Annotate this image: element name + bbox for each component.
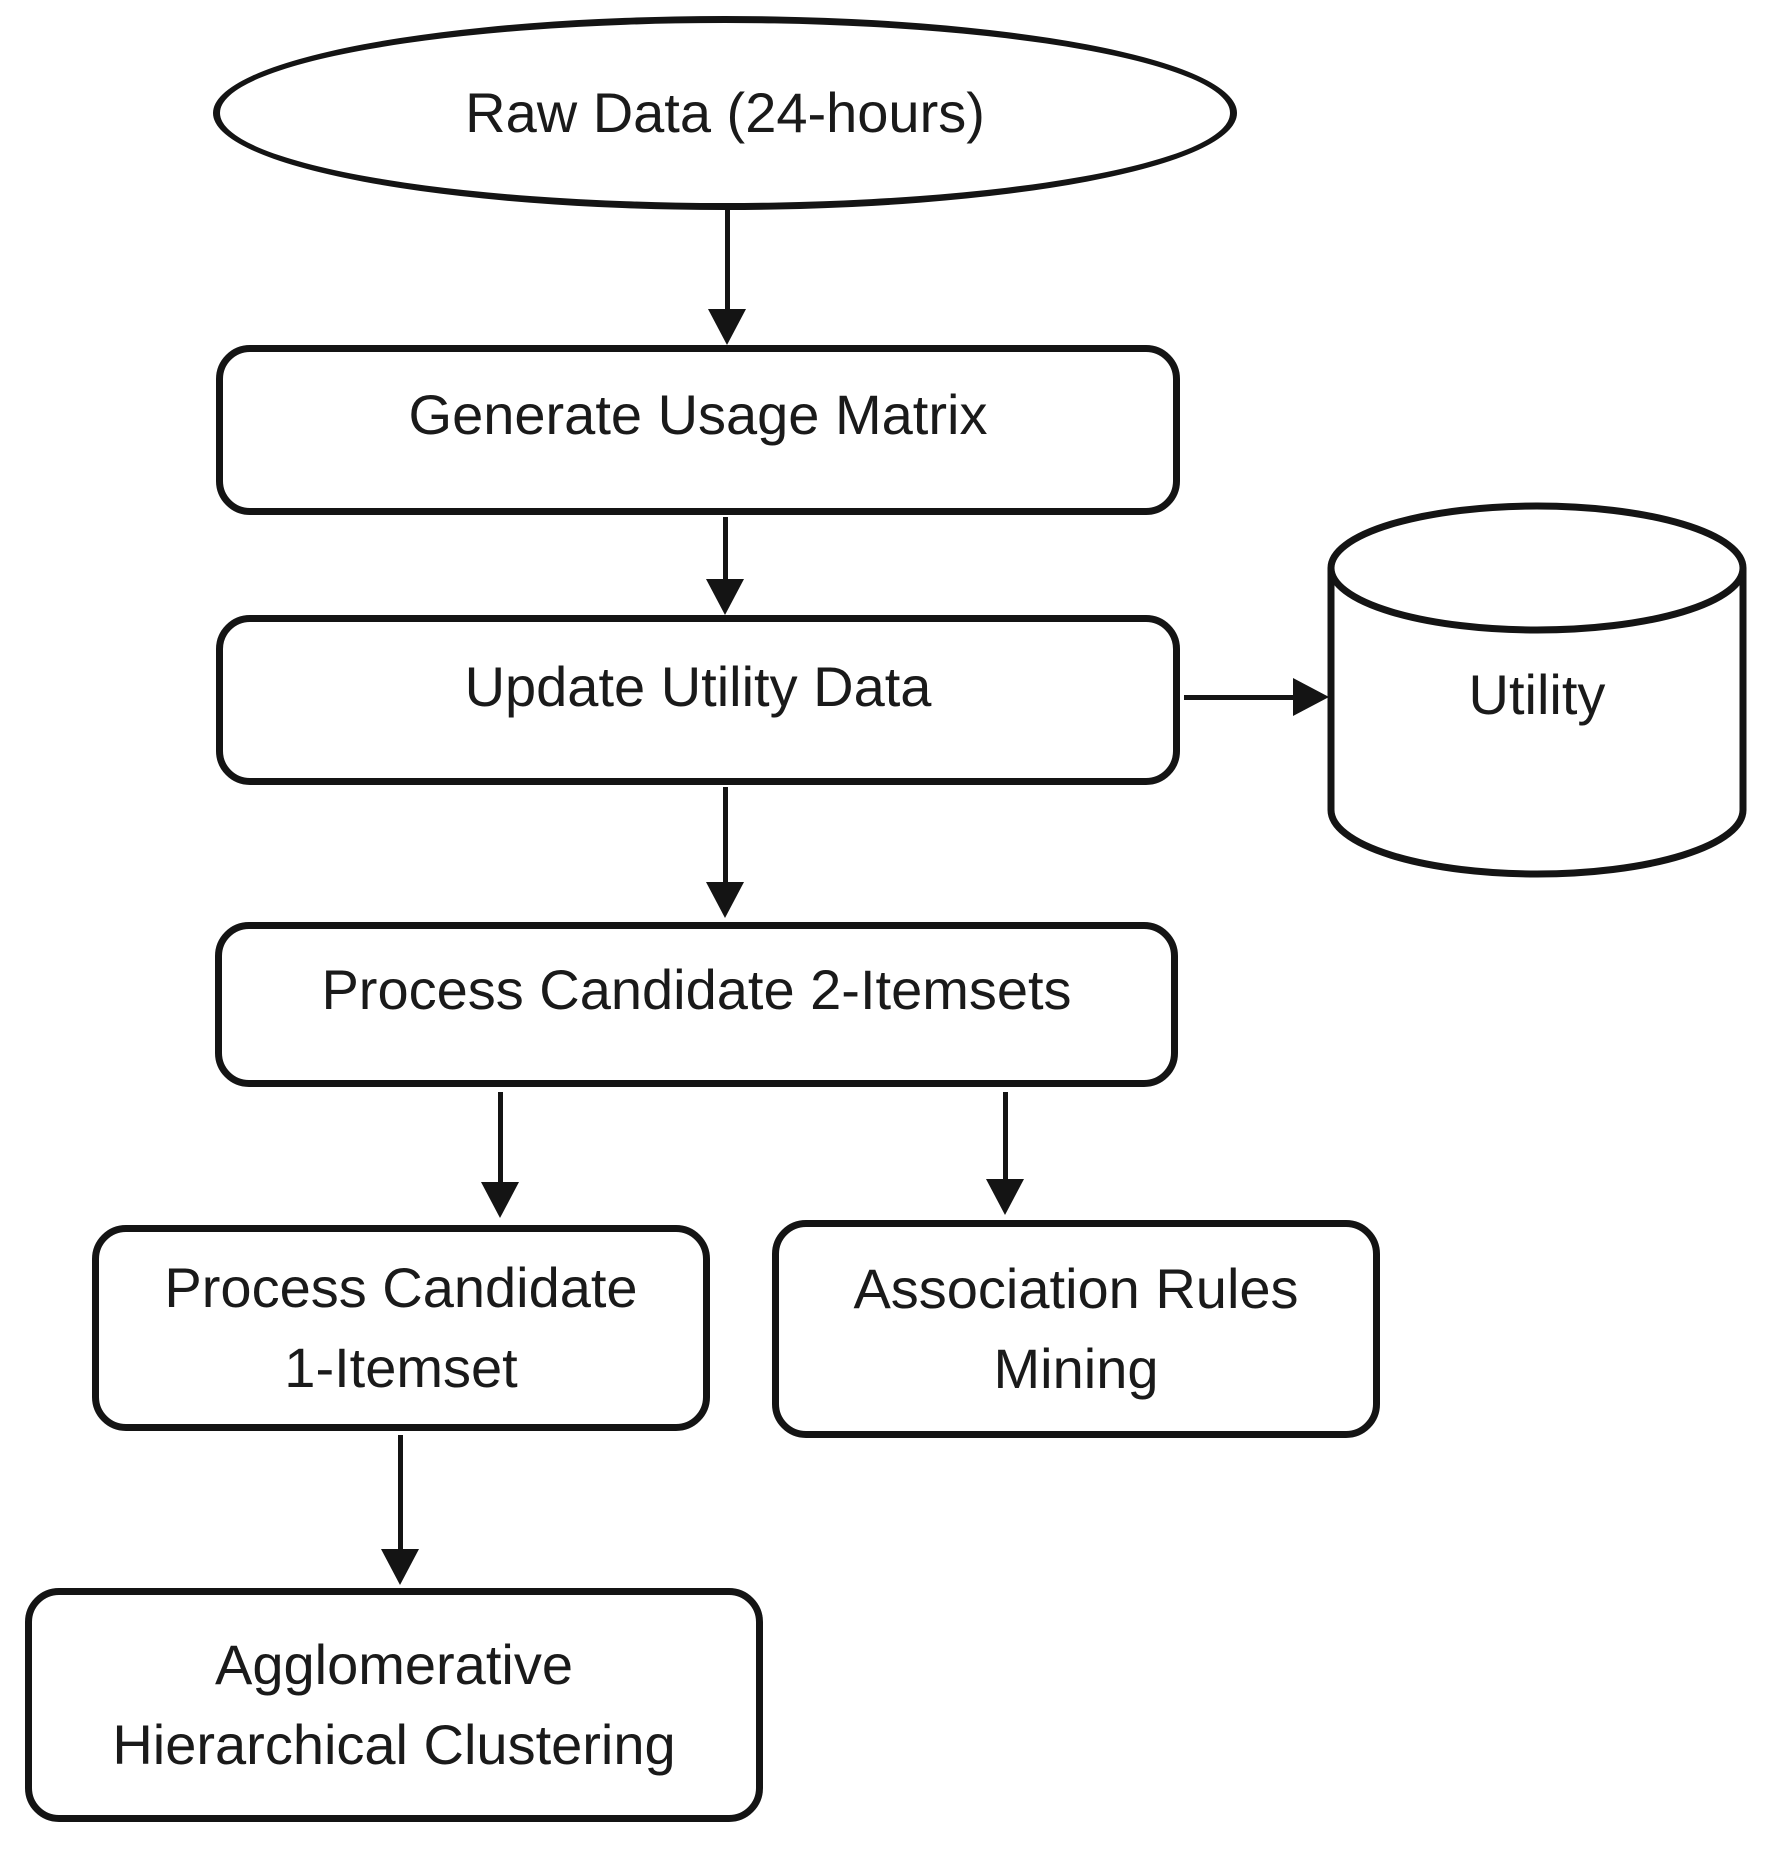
- utility-database-cylinder: [1327, 502, 1747, 878]
- arrow-process1-to-clustering-head: [381, 1549, 419, 1585]
- association-rules-mining-line2: Mining: [993, 1337, 1159, 1400]
- arrow-process2-to-association-shaft: [1003, 1092, 1008, 1181]
- agglomerative-line2: Hierarchical Clustering: [112, 1713, 676, 1776]
- agglomerative-hierarchical-clustering-node: Agglomerative Hierarchical Clustering: [25, 1588, 763, 1822]
- arrow-process1-to-clustering-shaft: [398, 1435, 403, 1551]
- arrow-process2-to-association-head: [986, 1179, 1024, 1215]
- update-utility-data-node: Update Utility Data: [216, 615, 1180, 785]
- arrow-generate-to-update-head: [706, 579, 744, 615]
- generate-usage-matrix-node: Generate Usage Matrix: [216, 345, 1180, 515]
- update-utility-data-label: Update Utility Data: [464, 655, 932, 719]
- arrow-update-to-process2-shaft: [723, 787, 728, 884]
- arrow-process2-to-process1-head: [481, 1182, 519, 1218]
- process-candidate-1-itemset-line1: Process Candidate: [164, 1256, 638, 1320]
- process-candidate-1-itemset-line2: 1-Itemset: [284, 1336, 518, 1399]
- raw-data-node: Raw Data (24-hours): [213, 16, 1237, 210]
- process-candidate-2-itemsets-label: Process Candidate 2-Itemsets: [321, 957, 1072, 1021]
- arrow-update-to-utility-shaft: [1184, 695, 1295, 700]
- arrow-update-to-utility-head: [1293, 678, 1329, 716]
- cylinder-top: [1327, 502, 1747, 634]
- arrow-raw-to-generate-shaft: [725, 208, 730, 311]
- arrow-raw-to-generate-head: [708, 309, 746, 345]
- utility-database-label: Utility: [1468, 663, 1606, 726]
- arrow-update-to-process2-head: [706, 882, 744, 918]
- association-rules-mining-node: Association Rules Mining: [772, 1220, 1380, 1438]
- arrow-process2-to-process1-shaft: [498, 1092, 503, 1184]
- process-candidate-2-itemsets-node: Process Candidate 2-Itemsets: [215, 922, 1178, 1087]
- process-candidate-1-itemset-node: Process Candidate 1-Itemset: [92, 1225, 710, 1431]
- cylinder-body: [1327, 568, 1747, 878]
- arrow-generate-to-update-shaft: [723, 517, 728, 581]
- association-rules-mining-line1: Association Rules: [853, 1257, 1299, 1321]
- generate-usage-matrix-label: Generate Usage Matrix: [408, 383, 988, 447]
- agglomerative-line1: Agglomerative: [215, 1633, 573, 1697]
- raw-data-label: Raw Data (24-hours): [465, 81, 985, 145]
